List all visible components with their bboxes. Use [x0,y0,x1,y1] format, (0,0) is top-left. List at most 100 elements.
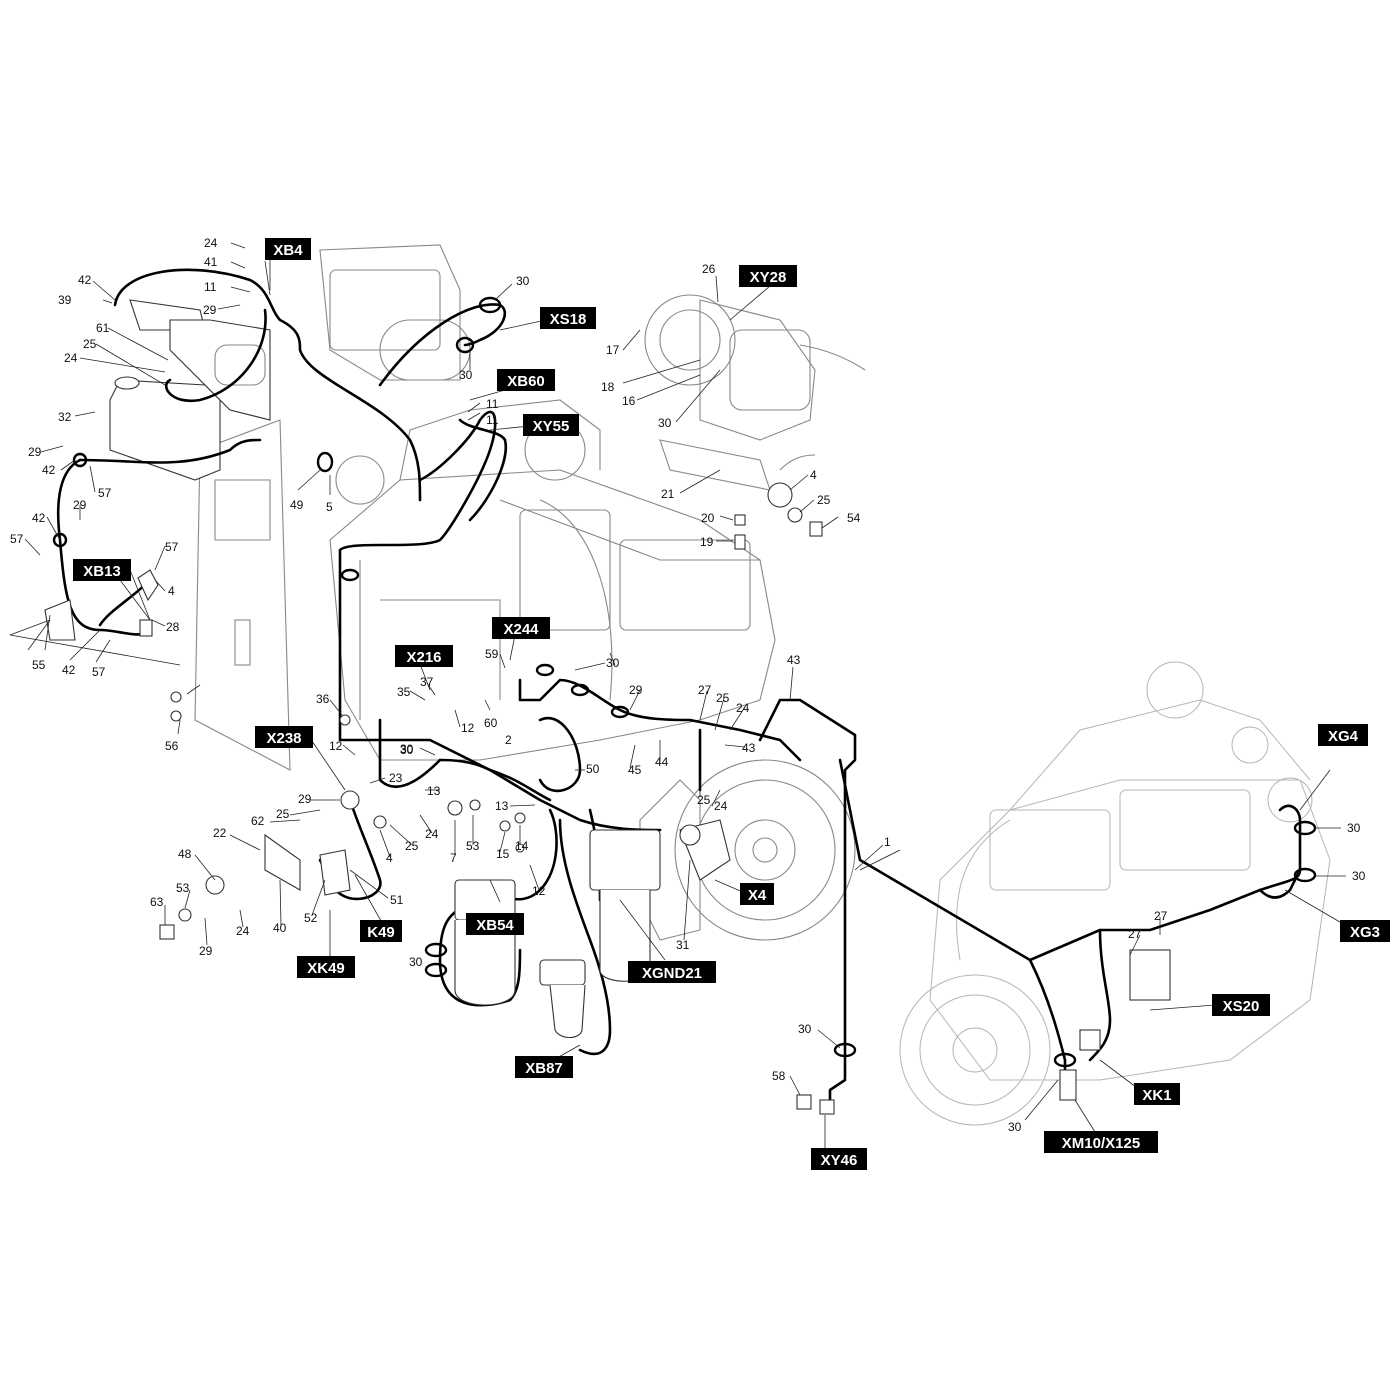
part-number: 58 [772,1069,786,1083]
part-number: 30 [658,416,672,430]
part-number: 31 [676,938,690,952]
tag-xm10-x125[interactable]: XM10/X125 [1044,1131,1158,1153]
part-number: 27 [1154,909,1168,923]
part-number: 30 [1347,821,1361,835]
part-number-labels: 24 41 11 29 42 39 61 25 24 32 29 42 57 4… [10,236,1366,1134]
part-number: 4 [810,468,817,482]
part-number: 2 [505,733,512,747]
svg-text:XG3: XG3 [1350,924,1380,941]
part-number: 22 [213,826,227,840]
part-number: 15 [496,847,510,861]
part-number: 43 [787,653,801,667]
main-engine [109,244,856,941]
part-number: 57 [98,486,112,500]
part-number: 29 [298,792,312,806]
part-number: 11 [486,413,499,427]
compressor [644,294,866,491]
part-number: 13 [427,784,441,798]
tag-xk1[interactable]: XK1 [1134,1083,1180,1105]
part-number: 48 [178,847,192,861]
part-number: 32 [58,410,72,424]
part-number: 29 [203,303,217,317]
harness-rings [52,296,1317,1068]
part-number: 23 [389,771,403,785]
part-number: 42 [78,273,92,287]
part-number: 35 [397,685,411,699]
part-number: 11 [204,280,217,294]
svg-text:K49: K49 [367,924,395,941]
part-number: 25 [697,793,711,807]
tag-xb54[interactable]: XB54 [466,913,524,935]
part-number: 24 [736,701,750,715]
part-number: 19 [700,535,714,549]
part-number: 29 [629,683,643,697]
tag-xg4[interactable]: XG4 [1318,724,1368,746]
part-number: 51 [390,893,404,907]
part-number: 42 [42,463,56,477]
tag-x244[interactable]: X244 [492,617,550,639]
part-number: 57 [92,665,106,679]
svg-text:X238: X238 [266,730,301,747]
part-number: 62 [251,814,265,828]
tag-xs20[interactable]: XS20 [1212,994,1270,1016]
tag-x238[interactable]: X238 [255,726,313,748]
svg-text:XY55: XY55 [533,418,570,435]
connector-tags: XB4 XS18 XY28 XB60 XY55 XB13 X244 X216 X… [73,238,1390,1170]
part-number: 12 [329,739,343,753]
tag-xb87[interactable]: XB87 [515,1056,573,1078]
tag-xb60[interactable]: XB60 [497,369,555,391]
tag-k49[interactable]: K49 [360,920,402,942]
part-number: 24 [425,827,439,841]
svg-text:XK1: XK1 [1142,1087,1171,1104]
part-number: 24 [64,351,78,365]
svg-text:XB87: XB87 [525,1060,563,1077]
svg-text:XS20: XS20 [1223,998,1260,1015]
part-number: 12 [461,721,475,735]
tag-xg3[interactable]: XG3 [1340,920,1390,942]
tag-xy28[interactable]: XY28 [739,265,797,287]
part-number: 29 [28,445,42,459]
tag-xk49[interactable]: XK49 [297,956,355,978]
part-number: 49 [290,498,304,512]
part-number: 42 [32,511,46,525]
part-number: 29 [199,944,213,958]
part-number: 29 [73,498,87,512]
part-number: 57 [10,532,24,546]
part-number: 60 [484,716,498,730]
part-number: 54 [847,511,861,525]
tag-xy46[interactable]: XY46 [811,1148,867,1170]
part-number: 24 [204,236,218,250]
svg-text:XM10/X125: XM10/X125 [1062,1135,1140,1152]
part-number: 44 [655,755,669,769]
svg-text:X216: X216 [406,649,441,666]
part-number: 41 [204,255,218,269]
part-number: 30 [459,368,473,382]
tag-x4[interactable]: X4 [740,883,774,905]
part-number: 25 [817,493,831,507]
tag-xb13[interactable]: XB13 [73,559,131,581]
part-number: 30 [400,742,414,756]
part-number: 17 [606,343,620,357]
tag-xs18[interactable]: XS18 [540,307,596,329]
part-number: 25 [276,807,290,821]
svg-text:XY28: XY28 [750,269,787,286]
part-number: 30 [409,955,423,969]
part-number: 39 [58,293,72,307]
part-number: 12 [532,884,546,898]
part-number: 1 [884,835,891,849]
tag-x216[interactable]: X216 [395,645,453,667]
svg-text:XK49: XK49 [307,960,345,977]
part-number: 37 [420,675,434,689]
tag-xy55[interactable]: XY55 [523,414,579,436]
part-number: 30 [516,274,530,288]
svg-text:XY46: XY46 [821,1152,858,1169]
tag-xb4[interactable]: XB4 [265,238,311,260]
part-number: 42 [62,663,76,677]
tag-xgnd21[interactable]: XGND21 [628,961,716,983]
part-number: 45 [628,763,642,777]
part-number: 53 [176,881,190,895]
part-number: 28 [166,620,180,634]
part-number: 36 [316,692,330,706]
